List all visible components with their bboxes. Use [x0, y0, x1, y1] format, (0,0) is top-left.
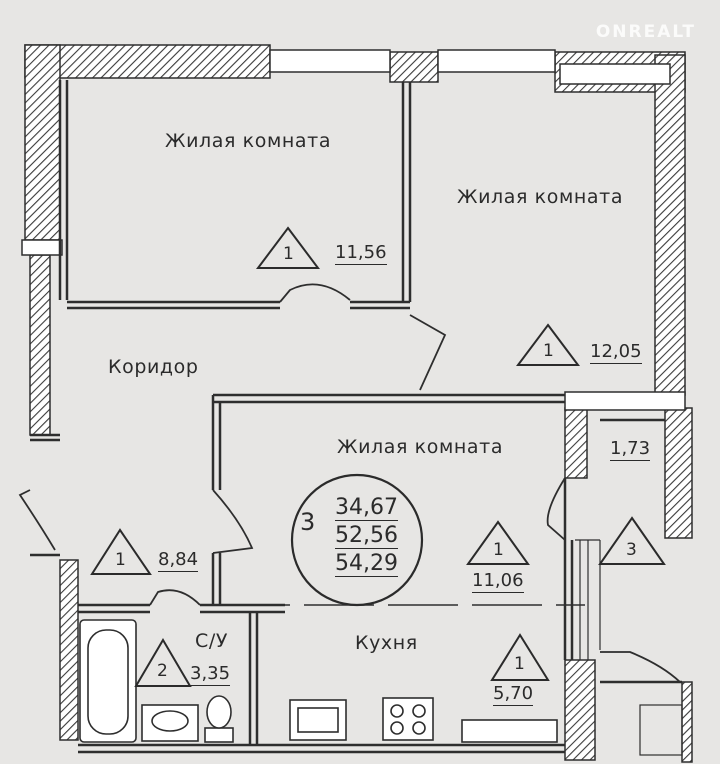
- zone-number-bathroom: 2: [157, 661, 168, 681]
- bathtub: [79, 619, 137, 743]
- sink-bathroom: [141, 704, 199, 742]
- zone-number-living3: 1: [493, 540, 504, 560]
- radiator: [461, 719, 558, 743]
- area-balcony: 1,73: [610, 438, 651, 461]
- door-swings: [18, 283, 681, 683]
- zone-number-kitchen: 1: [514, 654, 525, 674]
- room-name-corridor: Коридор: [108, 356, 199, 378]
- balcony-frames: [575, 539, 683, 756]
- zone-triangles: [90, 226, 666, 687]
- zone-marker-kitchen: [490, 633, 550, 681]
- living-area-total: 34,67: [335, 495, 398, 521]
- summary-circle: [290, 473, 424, 607]
- watermark-logo: ONREALT: [595, 22, 696, 42]
- total-area-with-balcony: 54,29: [335, 551, 398, 577]
- zone-marker-living1: [256, 226, 320, 269]
- area-bathroom: 3,35: [190, 663, 231, 686]
- area-corridor: 8,84: [158, 549, 199, 572]
- zone-number-balcony: 3: [626, 540, 637, 560]
- windows: [21, 49, 686, 411]
- area-kitchen: 5,70: [493, 683, 534, 706]
- room-name-living3: Жилая комната: [337, 436, 504, 458]
- area-living2: 12,05: [590, 341, 642, 364]
- zone-number-living2: 1: [543, 341, 554, 361]
- zone-number-living1: 1: [283, 244, 294, 264]
- rooms-count: 3: [300, 508, 316, 536]
- room-name-living1: Жилая комната: [165, 130, 332, 152]
- zone-marker-corridor: [90, 528, 152, 575]
- room-name-living2: Жилая комната: [457, 186, 624, 208]
- room-name-kitchen: Кухня: [355, 632, 418, 654]
- zone-marker-living2: [516, 323, 580, 366]
- zone-number-corridor: 1: [115, 550, 126, 570]
- area-living3: 11,06: [472, 570, 524, 593]
- room-name-bathroom: С/У: [195, 630, 229, 652]
- toilet: [204, 695, 234, 743]
- zone-marker-living3: [466, 520, 530, 565]
- interior-walls: [30, 80, 682, 754]
- zone-marker-balcony: [598, 516, 666, 565]
- zone-marker-bathroom: [134, 638, 192, 687]
- stove: [382, 697, 434, 741]
- total-area: 52,56: [335, 523, 398, 549]
- area-living1: 11,56: [335, 242, 387, 265]
- kitchen-sink: [289, 699, 347, 741]
